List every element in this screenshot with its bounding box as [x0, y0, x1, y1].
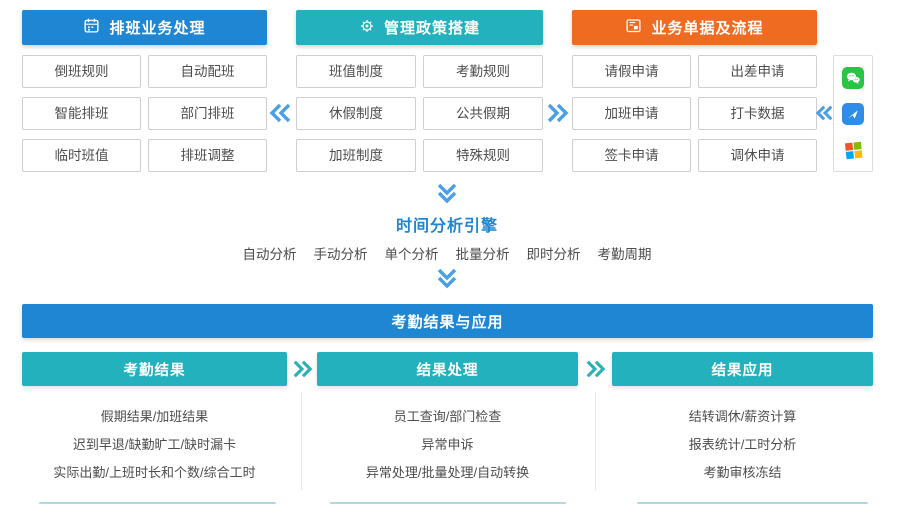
- engine-item-single: 单个分析: [384, 247, 439, 262]
- node-clock-in-data: 打卡数据: [698, 97, 817, 130]
- list-item: 结转调休/薪资计算: [688, 409, 797, 424]
- windows-icon: [843, 139, 864, 160]
- results-banner-title: 考勤结果与应用: [391, 313, 504, 331]
- column-result-processing-title: 结果处理: [416, 362, 479, 379]
- gear-icon: [359, 18, 375, 38]
- engine-item-manual: 手动分析: [313, 247, 368, 262]
- bottom-divider: [39, 502, 276, 504]
- double-arrow-left-icon: [269, 102, 293, 124]
- column-attendance-results-title: 考勤结果: [123, 362, 186, 379]
- double-arrow-left-icon: [815, 104, 835, 122]
- node-special-rules: 特殊规则: [423, 139, 543, 172]
- node-temporary-shift: 临时班值: [22, 139, 141, 172]
- section-documents: 业务单据及流程 请假申请 出差申请 加班申请 打卡数据 签卡申请 调休申请: [572, 10, 817, 172]
- list-item: 报表统计/工时分析: [688, 437, 797, 452]
- section-policy-header: 管理政策搭建: [296, 10, 543, 45]
- node-department-scheduling: 部门排班: [148, 97, 267, 130]
- section-policy-grid: 班值制度 考勤规则 休假制度 公共假期 加班制度 特殊规则: [296, 55, 543, 172]
- section-documents-grid: 请假申请 出差申请 加班申请 打卡数据 签卡申请 调休申请: [572, 55, 817, 172]
- node-auto-shift-assign: 自动配班: [148, 55, 267, 88]
- list-item: 考勤审核冻结: [703, 465, 782, 480]
- wechat-icon: [842, 67, 864, 89]
- app-plane-icon: [842, 103, 864, 125]
- section-documents-header: 业务单据及流程: [572, 10, 817, 45]
- column-divider: [595, 392, 596, 490]
- column-result-application-title: 结果应用: [711, 362, 774, 379]
- node-card-sign-request: 签卡申请: [572, 139, 691, 172]
- double-arrow-right-icon: [584, 359, 606, 379]
- node-smart-scheduling: 智能排班: [22, 97, 141, 130]
- section-policy-title: 管理政策搭建: [383, 20, 480, 37]
- node-overtime-system: 加班制度: [296, 139, 416, 172]
- engine-item-cycle: 考勤周期: [597, 247, 652, 262]
- section-scheduling: 排班业务处理 倒班规则 自动配班 智能排班 部门排班 临时班值 排班调整: [22, 10, 267, 172]
- double-arrow-down-icon: [435, 267, 459, 289]
- double-arrow-right-icon: [291, 359, 313, 379]
- section-policy: 管理政策搭建 班值制度 考勤规则 休假制度 公共假期 加班制度 特殊规则: [296, 10, 543, 172]
- column-result-application-header: 结果应用: [612, 352, 873, 386]
- node-shift-value-system: 班值制度: [296, 55, 416, 88]
- bottom-divider: [330, 502, 566, 504]
- calendar-icon: [83, 17, 100, 38]
- node-scheduling-adjustment: 排班调整: [148, 139, 267, 172]
- results-banner: 考勤结果与应用: [22, 304, 873, 338]
- channel-icon-panel: [833, 55, 873, 172]
- list-item: 实际出勤/上班时长和个数/综合工时: [53, 465, 256, 480]
- column-divider: [301, 392, 302, 490]
- node-business-trip-request: 出差申请: [698, 55, 817, 88]
- engine-title: 时间分析引擎: [395, 218, 499, 235]
- node-overtime-request: 加班申请: [572, 97, 691, 130]
- column-result-processing-header: 结果处理: [317, 352, 578, 386]
- bottom-divider: [637, 502, 868, 504]
- section-scheduling-title: 排班业务处理: [109, 20, 206, 37]
- node-public-holidays: 公共假期: [423, 97, 543, 130]
- list-item: 迟到早退/缺勤旷工/缺时漏卡: [72, 437, 237, 452]
- engine-item-batch: 批量分析: [455, 247, 510, 262]
- node-comp-leave-request: 调休申请: [698, 139, 817, 172]
- list-item: 异常申诉: [421, 437, 474, 452]
- flow-window-icon: [625, 17, 642, 38]
- engine-items-row: 自动分析 手动分析 单个分析 批量分析 即时分析 考勤周期: [243, 243, 652, 263]
- result-processing-list: 员工查询/部门检查 异常申诉 异常处理/批量处理/自动转换: [317, 403, 578, 487]
- column-attendance-results-header: 考勤结果: [22, 352, 287, 386]
- double-arrow-right-icon: [545, 102, 569, 124]
- list-item: 员工查询/部门检查: [393, 409, 502, 424]
- engine-item-auto: 自动分析: [242, 247, 297, 262]
- double-arrow-down-icon: [435, 182, 459, 204]
- section-scheduling-header: 排班业务处理: [22, 10, 267, 45]
- result-application-list: 结转调休/薪资计算 报表统计/工时分析 考勤审核冻结: [612, 403, 873, 487]
- node-shift-rotation-rules: 倒班规则: [22, 55, 141, 88]
- node-leave-system: 休假制度: [296, 97, 416, 130]
- node-attendance-rules: 考勤规则: [423, 55, 543, 88]
- section-scheduling-grid: 倒班规则 自动配班 智能排班 部门排班 临时班值 排班调整: [22, 55, 267, 172]
- list-item: 假期结果/加班结果: [100, 409, 209, 424]
- node-leave-request: 请假申请: [572, 55, 691, 88]
- attendance-results-list: 假期结果/加班结果 迟到早退/缺勤旷工/缺时漏卡 实际出勤/上班时长和个数/综合…: [22, 403, 287, 487]
- list-item: 异常处理/批量处理/自动转换: [365, 465, 530, 480]
- section-documents-title: 业务单据及流程: [651, 20, 764, 37]
- engine-item-realtime: 即时分析: [526, 247, 581, 262]
